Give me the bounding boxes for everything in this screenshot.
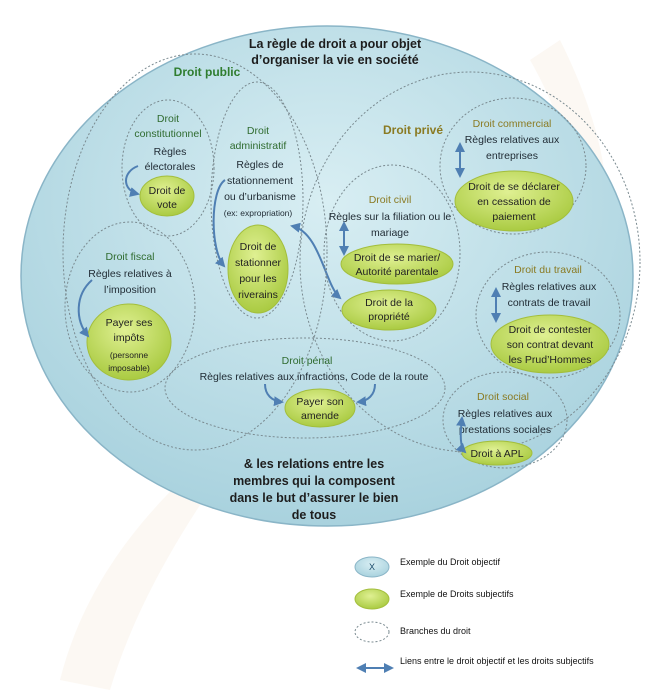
right-droit-se-marier bbox=[340, 243, 454, 285]
civil-title: Droit civil bbox=[369, 194, 412, 206]
propriete-2: propriété bbox=[368, 311, 410, 323]
link-arrow-constitutionnel bbox=[125, 165, 140, 197]
right-droit-de-stationner bbox=[227, 224, 289, 314]
impots-note-1: (personne bbox=[110, 350, 149, 360]
impots-1: Payer ses bbox=[106, 317, 153, 329]
right-droit-de-vote bbox=[139, 175, 195, 217]
link-arrow-penal-left bbox=[264, 383, 284, 407]
travail-rules-1: Règles relatives aux bbox=[502, 281, 597, 293]
penal-title: Droit pénal bbox=[282, 355, 333, 367]
civil-rules-2: mariage bbox=[371, 227, 409, 239]
legend-dotted-swatch bbox=[354, 621, 390, 643]
civil-rules-1: Règles sur la filiation ou le bbox=[329, 211, 452, 223]
legend-green-swatch bbox=[354, 588, 390, 610]
fiscal-rules-2: l’imposition bbox=[104, 284, 156, 296]
link-arrow-administratif bbox=[212, 179, 226, 268]
branch-droit-social bbox=[442, 371, 568, 469]
penal-rules: Règles relatives aux infractions, Code d… bbox=[200, 371, 429, 383]
branch-droit-civil bbox=[323, 164, 461, 342]
fiscal-title: Droit fiscal bbox=[105, 251, 154, 263]
travail-title: Droit du travail bbox=[514, 264, 582, 276]
bottom-line-1: & les relations entre les bbox=[244, 457, 384, 471]
legend-blue-symbol: X bbox=[369, 562, 375, 572]
droit-prive-label: Droit privé bbox=[383, 123, 443, 137]
branch-droit-fiscal bbox=[64, 221, 196, 393]
social-rules-1: Règles relatives aux bbox=[458, 408, 553, 420]
title-line-1: La règle de droit a pour objet bbox=[249, 37, 422, 51]
administratif-title-2: administratif bbox=[230, 140, 287, 152]
link-arrow-propriete bbox=[290, 222, 342, 300]
branch-droit-travail bbox=[475, 251, 621, 379]
droit-public-label: Droit public bbox=[174, 65, 241, 79]
marier-2: Autorité parentale bbox=[356, 266, 439, 278]
right-contester-contrat bbox=[490, 314, 610, 374]
amende-2: amende bbox=[301, 410, 339, 422]
right-cessation-paiement bbox=[454, 170, 574, 232]
legend-blue-swatch bbox=[354, 556, 390, 578]
administratif-rules-1: Règles de bbox=[236, 159, 283, 171]
cessation-2: en cessation de bbox=[477, 196, 551, 208]
constitutionnel-rules-1: Règles bbox=[154, 146, 187, 158]
fiscal-rules-1: Règles relatives à bbox=[88, 268, 172, 280]
droit-de-vote-2: vote bbox=[157, 199, 177, 211]
impots-2: impôts bbox=[114, 332, 145, 344]
commercial-rules-1: Règles relatives aux bbox=[465, 134, 560, 146]
constitutionnel-title-2: constitutionnel bbox=[134, 128, 201, 140]
legend: X Exemple du Droit objectif Exemple de D… bbox=[354, 556, 594, 673]
branch-droit-penal bbox=[164, 337, 446, 439]
stationner-3: pour les bbox=[239, 273, 276, 285]
administratif-rules-2: stationnement bbox=[227, 175, 293, 187]
branch-droit-constitutionnel bbox=[121, 99, 215, 237]
legend-liens-text: Liens entre le droit objectif et les dro… bbox=[400, 656, 594, 666]
bottom-line-2: membres qui la composent bbox=[233, 474, 396, 488]
administratif-title-1: Droit bbox=[247, 125, 269, 137]
social-title: Droit social bbox=[477, 391, 529, 403]
contester-2: son contrat devant bbox=[507, 339, 593, 351]
social-rules-2: prestations sociales bbox=[459, 424, 551, 436]
stationner-1: Droit de bbox=[240, 241, 277, 253]
commercial-title: Droit commercial bbox=[473, 118, 552, 130]
constitutionnel-rules-2: électorales bbox=[145, 161, 196, 173]
contester-1: Droit de contester bbox=[509, 324, 592, 336]
droit-de-vote-1: Droit de bbox=[149, 185, 186, 197]
legend-branches-text: Branches du droit bbox=[400, 626, 471, 636]
stationner-4: riverains bbox=[238, 289, 278, 301]
marier-1: Droit de se marier/ bbox=[354, 252, 440, 264]
constitutionnel-title-1: Droit bbox=[157, 113, 179, 125]
right-droit-propriete bbox=[341, 289, 437, 331]
branch-droit-commercial bbox=[439, 97, 587, 235]
amende-1: Payer son bbox=[296, 396, 343, 408]
commercial-rules-2: entreprises bbox=[486, 150, 538, 162]
right-payer-amende bbox=[284, 388, 356, 428]
administratif-example: (ex: expropriation) bbox=[224, 208, 293, 218]
link-arrow-fiscal bbox=[77, 279, 93, 338]
impots-note-2: imposable) bbox=[108, 363, 150, 373]
cessation-1: Droit de se déclarer bbox=[468, 181, 560, 193]
legend-objectif-text: Exemple du Droit objectif bbox=[400, 557, 501, 567]
link-arrow-penal-right bbox=[356, 383, 376, 407]
stationner-2: stationner bbox=[235, 257, 282, 269]
title-line-2: d’organiser la vie en société bbox=[251, 53, 418, 67]
bottom-line-4: de tous bbox=[292, 508, 336, 522]
branch-droit-administratif bbox=[210, 81, 304, 319]
cessation-3: paiement bbox=[492, 211, 535, 223]
link-arrow-social bbox=[455, 416, 467, 454]
propriete-1: Droit de la bbox=[365, 297, 413, 309]
apl-label: Droit à APL bbox=[470, 448, 523, 460]
contester-3: les Prud’Hommes bbox=[509, 354, 592, 366]
travail-rules-2: contrats de travail bbox=[508, 297, 591, 309]
bottom-line-3: dans le but d’assurer le bien bbox=[230, 491, 399, 505]
legend-subjectifs-text: Exemple de Droits subjectifs bbox=[400, 589, 514, 599]
right-payer-impots bbox=[86, 303, 172, 381]
administratif-rules-3: ou d’urbanisme bbox=[224, 191, 296, 203]
